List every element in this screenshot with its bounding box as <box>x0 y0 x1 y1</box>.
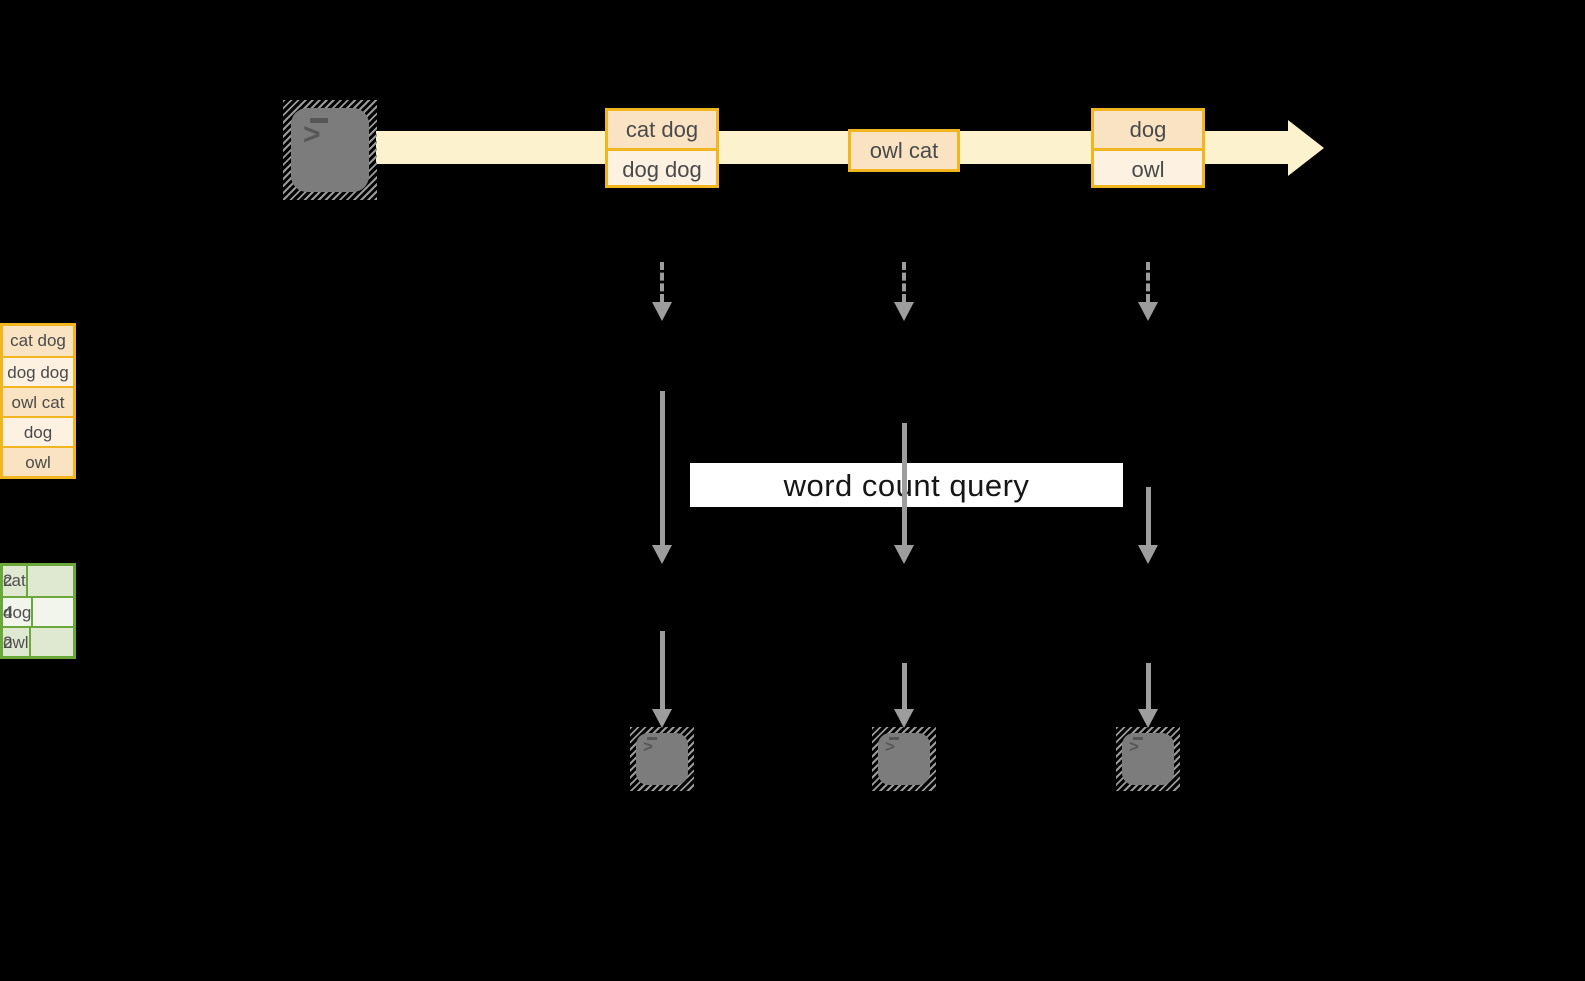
result-word: dog <box>3 598 34 628</box>
result-count: 4 <box>3 603 13 622</box>
output-arrowhead-3 <box>1138 709 1158 728</box>
stream-record: owl cat <box>851 132 957 169</box>
query-arrow-2 <box>902 423 907 549</box>
trigger-arrowhead-1 <box>652 302 672 321</box>
state-record: cat dog <box>3 326 73 356</box>
terminal-screen: > <box>1122 733 1174 785</box>
trigger-arrow-2 <box>902 262 906 302</box>
stream-record: owl <box>1094 148 1202 185</box>
sink-terminal-icon-3: > <box>1116 727 1180 791</box>
sink-terminal-icon-1: > <box>630 727 694 791</box>
terminal-screen: > <box>878 733 930 785</box>
query-arrowhead-3 <box>1138 545 1158 564</box>
output-arrow-3 <box>1146 663 1151 711</box>
source-terminal-icon: > <box>283 100 377 200</box>
stream-batch-2: owl cat <box>848 129 960 172</box>
stream-record: dog dog <box>608 148 716 185</box>
sink-terminal-icon-2: > <box>872 727 936 791</box>
stream-arrowhead-icon <box>1288 120 1324 176</box>
cursor-icon <box>647 737 657 740</box>
query-arrow-3 <box>1146 487 1151 549</box>
terminal-screen: > <box>636 733 688 785</box>
output-arrowhead-1 <box>652 709 672 728</box>
result-count: 2 <box>3 571 13 590</box>
stream-record: dog <box>1094 111 1202 148</box>
state-record: owl <box>3 446 73 476</box>
state-record: owl cat <box>3 386 73 416</box>
state-record: dog dog <box>3 356 73 386</box>
state-record: dog <box>3 416 73 446</box>
query-arrowhead-1 <box>652 545 672 564</box>
result-word: owl <box>3 628 31 658</box>
cursor-icon <box>310 118 328 123</box>
cursor-icon <box>1133 737 1143 740</box>
query-arrowhead-2 <box>894 545 914 564</box>
trigger-arrow-3 <box>1146 262 1150 302</box>
trigger-arrowhead-3 <box>1138 302 1158 321</box>
query-arrow-1 <box>660 391 665 549</box>
output-arrow-1 <box>660 631 665 711</box>
stream-record: cat dog <box>608 111 716 148</box>
result-word: cat <box>3 566 28 596</box>
output-arrowhead-2 <box>894 709 914 728</box>
result-count: 2 <box>3 633 13 652</box>
output-arrow-2 <box>902 663 907 711</box>
trigger-arrowhead-2 <box>894 302 914 321</box>
cursor-icon <box>889 737 899 740</box>
terminal-screen: > <box>291 108 369 192</box>
trigger-arrow-1 <box>660 262 664 302</box>
